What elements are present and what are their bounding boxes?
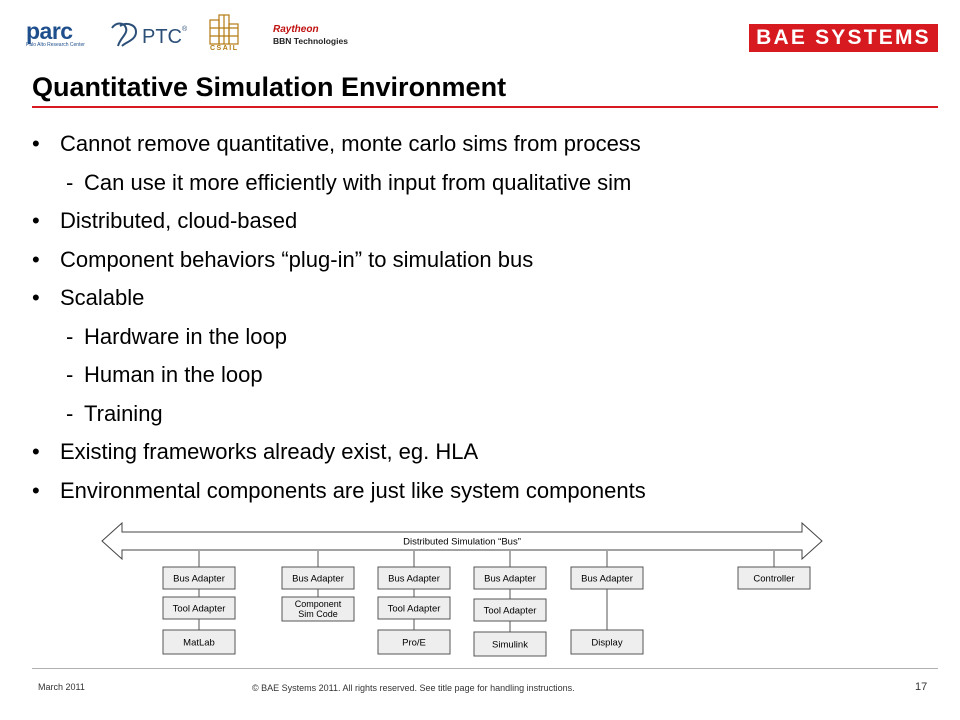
diagram-box-label: Tool Adapter (484, 606, 537, 617)
diagram-box-label: Pro/E (402, 638, 426, 649)
bullet-item: • Existing frameworks already exist, eg. … (32, 436, 646, 475)
bullet-text: Scalable (60, 285, 145, 310)
sub-bullet-item: -Training (32, 398, 646, 437)
footer-date: March 2011 (38, 682, 85, 692)
page-number: 17 (915, 681, 928, 693)
csail-building-icon (209, 14, 239, 45)
diagram-box-label: MatLab (183, 638, 215, 649)
parc-logo-subtitle: Palo Alto Research Center (26, 42, 85, 48)
sub-bullet-text: Hardware in the loop (84, 323, 288, 349)
diagram-box (473, 631, 547, 657)
diagram-box (162, 566, 236, 590)
sub-bullet-item: -Hardware in the loop (32, 321, 646, 360)
bus-arrow (101, 521, 823, 561)
sub-bullet-text: Can use it more efficiently with input f… (84, 169, 632, 195)
bullet-text: Distributed, cloud-based (60, 208, 298, 233)
bullet-marker: • (32, 208, 40, 233)
parc-logo-wordmark: parc (26, 18, 73, 44)
bullet-text: Cannot remove quantitative, monte carlo … (60, 131, 641, 156)
sub-bullet-text: Training (84, 400, 163, 426)
bullet-text: Component behaviors “plug-in” to simulat… (60, 246, 534, 272)
diagram-box (473, 598, 547, 622)
diagram-box (737, 566, 811, 590)
bullet-marker: • (32, 246, 40, 272)
bullet-marker: • (32, 439, 40, 464)
raytheon-wordmark: Raytheon (273, 24, 319, 35)
diagram-box (281, 566, 355, 590)
title-divider (32, 106, 938, 108)
footer-divider (32, 668, 938, 669)
bullet-item: • Distributed, cloud-based (32, 205, 646, 244)
bullet-item: • Environmental components are just like … (32, 475, 646, 514)
bae-systems-logo: BAE SYSTEMS (749, 24, 938, 52)
ptc-symbol-icon (111, 22, 138, 47)
simulation-bus-diagram: Distributed Simulation “Bus” Bus Adapter… (101, 521, 823, 657)
parc-logo: parc Palo Alto Research Center (26, 18, 98, 49)
diagram-box-label: Tool Adapter (173, 604, 226, 615)
diagram-box (570, 566, 644, 590)
diagram-box-label: Bus Adapter (292, 574, 344, 585)
diagram-box-label: Bus Adapter (388, 574, 440, 585)
bullet-text: Environmental components are just like s… (60, 477, 646, 503)
diagram-box (377, 596, 451, 620)
bbn-wordmark: BBN Technologies (273, 36, 348, 46)
sub-bullet-marker: - (66, 362, 74, 387)
sub-bullet-item: -Human in the loop (32, 359, 646, 398)
diagram-box (162, 629, 236, 655)
diagram-box-label: Tool Adapter (388, 604, 441, 615)
footer-copyright: © BAE Systems 2011. All rights reserved.… (252, 683, 575, 693)
bullet-text: Existing frameworks already exist, eg. H… (60, 439, 479, 464)
bullet-marker: • (32, 477, 40, 503)
ptc-logo-wordmark: PTC (142, 26, 182, 48)
diagram-box-label: Bus Adapter (173, 574, 225, 585)
diagram-box (377, 629, 451, 655)
bullet-item: • Cannot remove quantitative, monte carlo… (32, 128, 646, 167)
sub-bullet-marker: - (66, 169, 74, 195)
sub-bullet-marker: - (66, 323, 74, 349)
diagram-box-label: Bus Adapter (581, 574, 633, 585)
diagram-box (570, 629, 644, 655)
raytheon-bbn-logo: Raytheon BBN Technologies (273, 24, 363, 47)
csail-logo-wordmark: CSAIL (210, 45, 239, 52)
bullet-marker: • (32, 285, 40, 310)
sub-bullet-text: Human in the loop (84, 362, 263, 387)
bullet-item: • Scalable (32, 282, 646, 321)
diagram-box (377, 566, 451, 590)
diagram-box-label: Display (591, 638, 622, 649)
slide-title: Quantitative Simulation Environment (32, 72, 507, 102)
diagram-box-label: Simulink (492, 640, 528, 651)
bullet-marker: • (32, 131, 40, 156)
sub-bullet-item: -Can use it more efficiently with input … (32, 167, 646, 206)
bus-label: Distributed Simulation “Bus” (403, 537, 521, 548)
diagram-box (162, 596, 236, 620)
bullet-list: • Cannot remove quantitative, monte carlo… (32, 128, 646, 513)
diagram-box (281, 596, 355, 622)
diagram-box (473, 566, 547, 590)
sub-bullet-marker: - (66, 400, 74, 426)
diagram-box-label: Bus Adapter (484, 574, 536, 585)
bullet-item: • Component behaviors “plug-in” to simula… (32, 244, 646, 283)
ptc-registered-mark: ® (182, 26, 188, 33)
ptc-logo: PTC® (108, 20, 218, 54)
csail-logo: CSAIL (204, 12, 248, 60)
diagram-box-label: Controller (753, 574, 794, 585)
